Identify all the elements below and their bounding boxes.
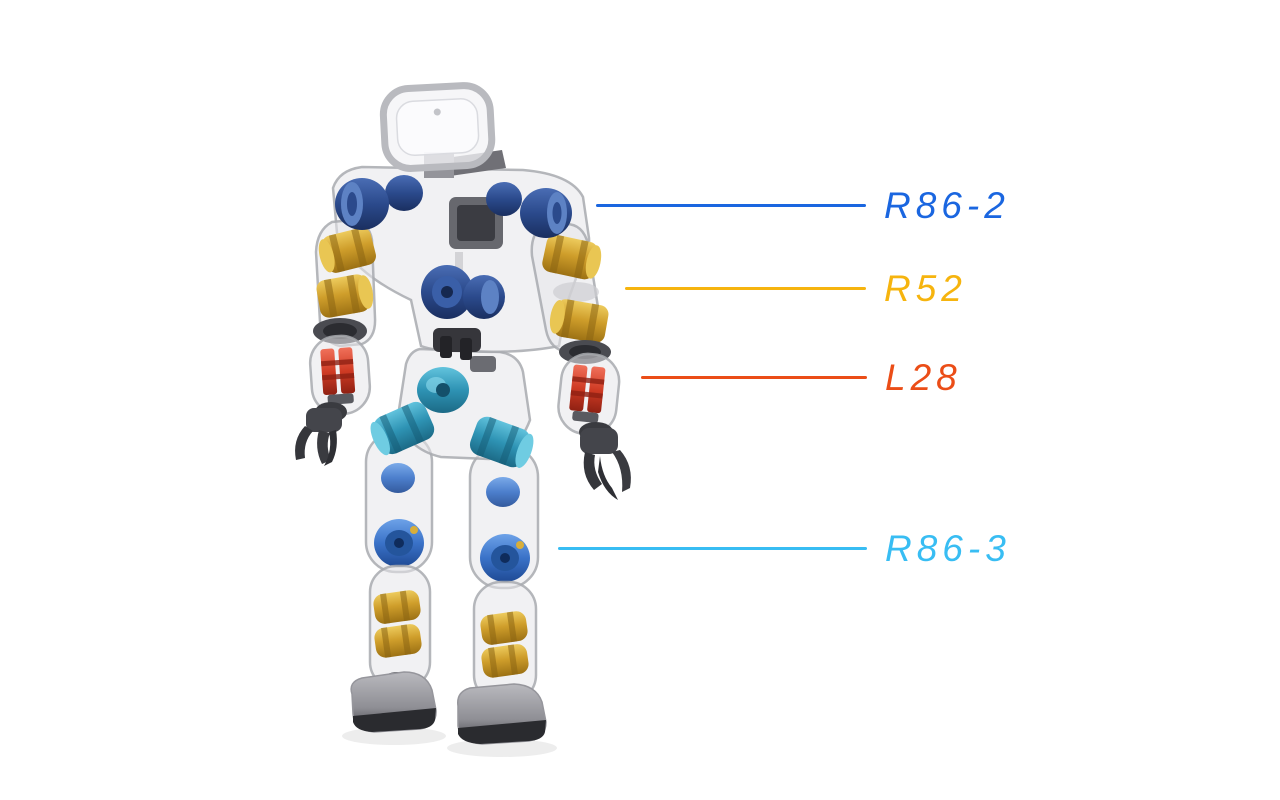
robot-knee-actuator-right — [480, 534, 530, 582]
robot-shoulder-actuator-right — [486, 182, 572, 238]
callout-l28: L28 — [641, 353, 962, 401]
label-l28: L28 — [885, 356, 962, 398]
leader-line-r52 — [625, 286, 866, 290]
robot-upper-arm-actuator-gold-right — [542, 234, 609, 343]
robot-forearm-actuator-red-left — [320, 347, 356, 405]
leader-line-l28 — [641, 375, 867, 379]
robot-shoulder-actuator-left — [335, 175, 423, 230]
robot-arm-left — [295, 218, 377, 466]
robot-hand-left — [295, 402, 347, 466]
robot-hand-right — [579, 422, 631, 500]
robot-hip-actuator-right — [469, 416, 534, 468]
robot-waist-actuator — [421, 265, 505, 360]
callout-r86-2: R86-2 — [596, 181, 1010, 229]
robot-forearm-actuator-red-right — [569, 364, 606, 423]
robot-shin-actuator-gold-right — [480, 611, 529, 678]
label-r52: R52 — [884, 267, 967, 309]
robot-knee-actuator-left — [374, 519, 424, 567]
robot-head — [379, 82, 506, 178]
robot-upper-arm-actuator-gold-left — [316, 227, 376, 318]
label-r86-2: R86-2 — [884, 184, 1010, 226]
leader-line-r86-2 — [596, 203, 866, 207]
robot-leg-right — [468, 444, 540, 704]
callout-r52: R52 — [625, 264, 967, 312]
robot-hip-actuator-left — [370, 401, 435, 456]
robot-foot-right — [457, 683, 547, 745]
robot-leg-left — [364, 430, 434, 690]
leader-line-r86-3 — [558, 546, 867, 550]
callout-r86-3: R86-3 — [558, 524, 1011, 572]
robot-arm-right — [530, 222, 631, 500]
robot-foot-left — [350, 671, 437, 733]
robot-shin-actuator-gold-left — [373, 590, 422, 658]
label-r86-3: R86-3 — [885, 527, 1011, 569]
